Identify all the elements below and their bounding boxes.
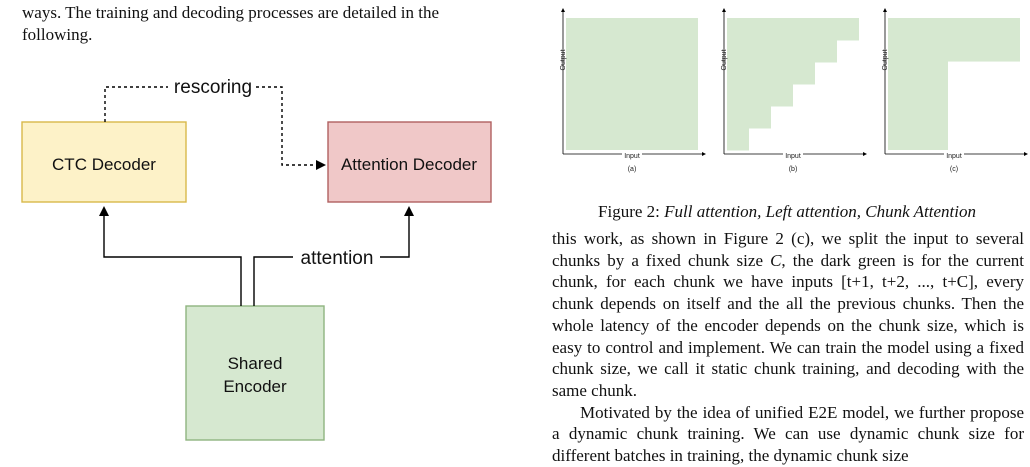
attention-decoder-box — [327, 121, 492, 203]
paragraph-1-part-1: this work, as shown in Figure 2 (c), we … — [552, 229, 1024, 270]
attention-panel-b: Input Output (b) — [721, 8, 867, 173]
attention-panel-a: Input Output (a) — [560, 8, 706, 173]
panel-label-c: (c) — [950, 166, 958, 173]
x-axis-label-bg-c — [944, 151, 964, 159]
encoder-to-ctc-arrow — [99, 206, 242, 306]
rescoring-label: rescoring — [174, 77, 252, 98]
attention-decoder-label: Attention Decoder — [341, 155, 477, 174]
attention-panel-c: Input Output (c) — [882, 8, 1028, 173]
shared-encoder-box — [185, 305, 325, 441]
panel-label-a: (a) — [628, 166, 637, 173]
y-axis-arrow-c — [883, 8, 887, 12]
paragraph-1-part-2: , the dark green is for the current chun… — [552, 250, 1024, 400]
attended-step-b — [727, 62, 815, 85]
y-axis-label-a: Output — [560, 49, 567, 70]
shared-encoder-label-line2: Encoder — [223, 377, 287, 396]
paragraph-2: Motivated by the idea of unified E2E mod… — [552, 402, 1024, 466]
attention-label: attention — [301, 248, 374, 269]
shared-encoder-label-line1: Shared — [228, 354, 283, 373]
y-axis-arrow-b — [722, 8, 726, 12]
x-axis-arrow-a — [702, 152, 706, 156]
x-axis-label-bg-b — [783, 151, 803, 159]
attended-step-b — [727, 18, 859, 41]
figure-caption-title: Full attention, Left attention, Chunk At… — [664, 202, 976, 221]
figure-caption: Figure 2: Full attention, Left attention… — [552, 201, 1022, 223]
ctc-decoder-box — [21, 121, 187, 203]
y-axis-label-c: Output — [882, 49, 889, 70]
encoder-to-attention-line-a — [253, 256, 293, 306]
x-axis-label-b: Input — [785, 153, 801, 160]
x-axis-label-c: Input — [946, 153, 962, 160]
intro-line-1: ways. The training and decoding processe… — [22, 3, 439, 22]
attended-step-b — [727, 84, 793, 107]
panel-label-b: (b) — [789, 166, 798, 173]
attended-region-a — [566, 18, 698, 150]
attended-chunk-left-c — [888, 18, 948, 150]
x-axis-arrow-b — [863, 152, 867, 156]
rescoring-connector-left — [104, 86, 168, 122]
figure-caption-prefix: Figure 2: — [598, 202, 665, 221]
chunk-size-variable: C — [770, 250, 782, 270]
rescoring-connector-right — [256, 86, 326, 170]
attended-step-b — [727, 106, 771, 129]
x-axis-label-bg-a — [622, 151, 642, 159]
attended-step-b — [727, 40, 837, 63]
x-axis-label-a: Input — [624, 153, 640, 160]
attention-mask-figure: Input Output (a) Input Output (b) Input Output (… — [560, 8, 1028, 173]
y-axis-label-b: Output — [721, 49, 728, 70]
ctc-decoder-label: CTC Decoder — [52, 155, 156, 174]
y-axis-arrow-a — [561, 8, 565, 12]
encoder-to-attention-arrow — [380, 206, 414, 258]
x-axis-arrow-c — [1024, 152, 1028, 156]
attended-step-b — [727, 128, 749, 151]
intro-paragraph: ways. The training and decoding processe… — [22, 2, 502, 46]
body-paragraphs: this work, as shown in Figure 2 (c), we … — [552, 228, 1024, 467]
paragraph-1: this work, as shown in Figure 2 (c), we … — [552, 228, 1024, 402]
intro-line-2: following. — [22, 25, 93, 44]
architecture-diagram: CTC Decoder Attention Decoder Shared Enc… — [21, 77, 492, 441]
